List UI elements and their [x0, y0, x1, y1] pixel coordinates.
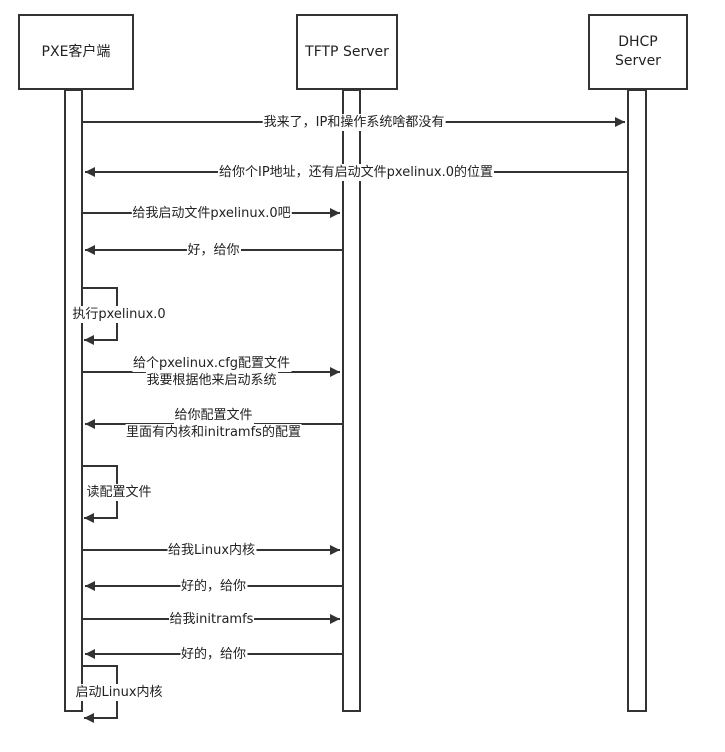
- message-label: 给你个IP地址，还有启动文件pxelinux.0的位置: [217, 163, 495, 181]
- participant-label: DHCP: [618, 34, 658, 50]
- message-label: 我要根据他来启动系统: [145, 372, 278, 389]
- message-label: 里面有内核和initramfs的配置: [125, 424, 302, 441]
- self-message-label: 读配置文件: [85, 484, 153, 501]
- participant-label: Server: [615, 53, 661, 69]
- participant-label: PXE客户端: [41, 43, 111, 60]
- self-message-label: 执行pxelinux.0: [71, 306, 167, 323]
- lifeline-client: [64, 89, 83, 712]
- message-label: 给你配置文件: [173, 407, 254, 424]
- message-label: 好的，给你: [179, 577, 248, 595]
- lifeline-dhcp: [627, 89, 647, 712]
- participant-dhcp: DHCP Server: [588, 14, 688, 90]
- message-label: 给个pxelinux.cfg配置文件: [131, 355, 292, 372]
- message-label: 给我启动文件pxelinux.0吧: [131, 204, 292, 222]
- message-label: 好的，给你: [179, 645, 248, 663]
- participant-client: PXE客户端: [18, 14, 134, 90]
- message-label: 我来了，IP和操作系统啥都没有: [262, 113, 446, 131]
- participant-label: TFTP Server: [305, 43, 389, 60]
- self-message-label: 启动Linux内核: [74, 684, 164, 701]
- message-label: 给我initramfs: [168, 610, 255, 628]
- message-label: 给我Linux内核: [166, 541, 257, 559]
- message-label: 好，给你: [186, 241, 241, 259]
- lifeline-tftp: [342, 89, 361, 712]
- participant-tftp: TFTP Server: [296, 14, 398, 90]
